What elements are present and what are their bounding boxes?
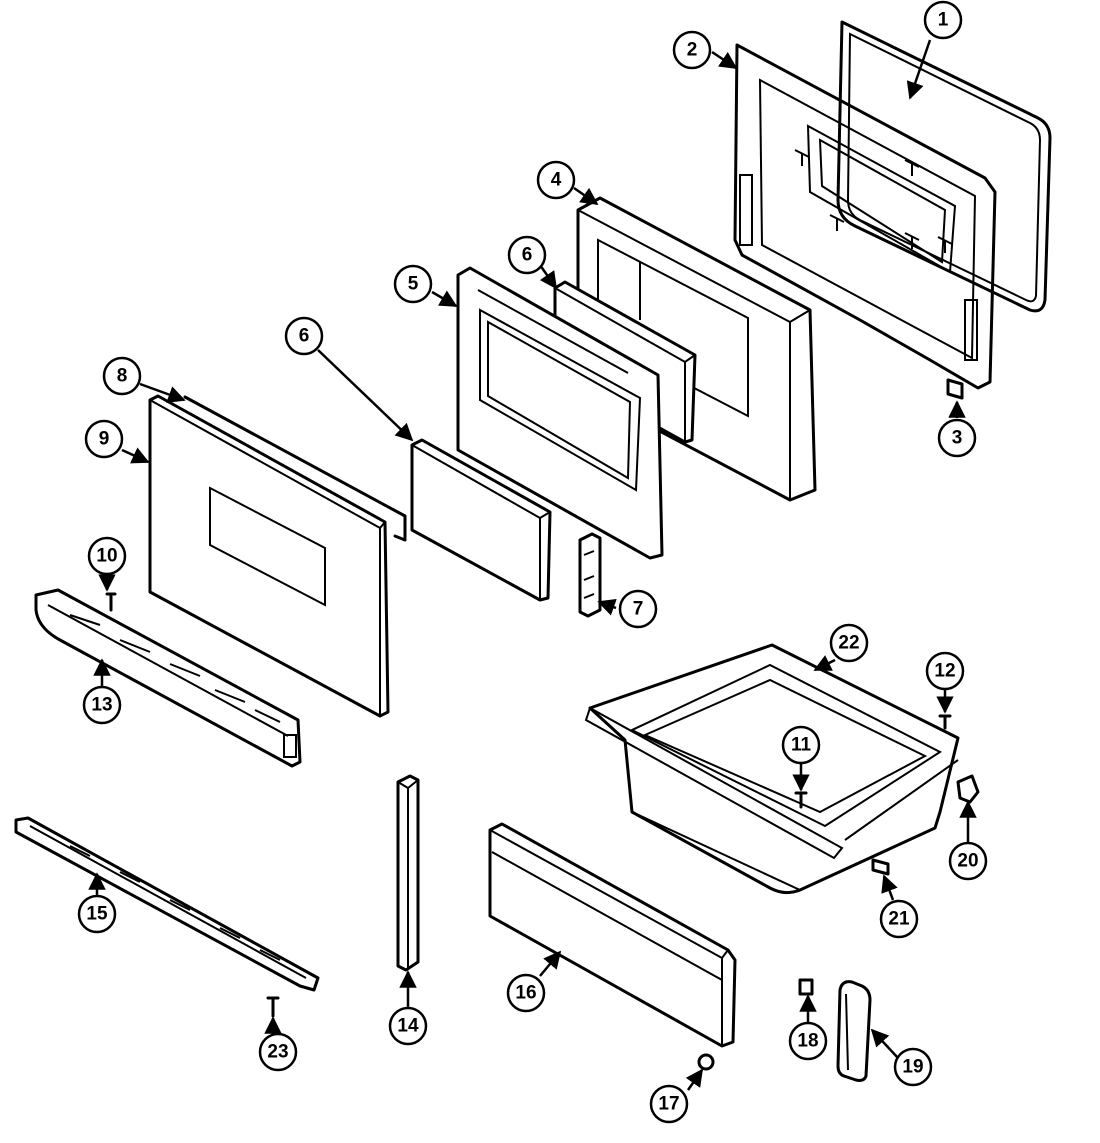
door-glass-outer [410,438,552,602]
small-block [798,978,814,996]
callout-18: 18 [788,1021,828,1061]
callout-17: 17 [649,1084,689,1124]
drawer-front-panel [488,822,737,1048]
leader-lines [88,39,977,1091]
callout-6-upper: 6 [507,235,547,275]
callout-5: 5 [393,264,433,304]
door-hinge-bracket [578,532,602,618]
callout-13: 13 [82,685,122,725]
svg-text:7: 7 [633,599,644,620]
svg-text:14: 14 [397,1016,419,1037]
svg-text:11: 11 [791,735,812,756]
svg-text:19: 19 [902,1057,923,1078]
inner-door-panel [733,43,997,390]
drawer-cap [697,1053,715,1071]
svg-text:18: 18 [797,1031,818,1052]
callout-12: 12 [925,651,965,691]
callout-19: 19 [893,1047,933,1087]
drawer-clip [871,858,890,876]
storage-drawer [584,643,960,895]
side-trim-strip [396,774,420,972]
svg-text:21: 21 [888,909,910,930]
screw-11 [794,791,808,809]
lower-trim-strip [14,816,320,992]
callout-8: 8 [102,356,142,396]
svg-text:5: 5 [408,274,419,295]
door-gasket [836,20,1052,313]
door-liner [456,266,664,560]
callout-16: 16 [506,973,546,1013]
door-insulation [576,196,817,502]
svg-text:12: 12 [934,661,955,682]
svg-text:4: 4 [551,170,562,191]
callout-15: 15 [77,894,117,934]
callout-6-lower: 6 [284,316,324,356]
svg-text:20: 20 [957,851,978,872]
door-clip-small [946,378,964,400]
svg-text:23: 23 [267,1042,288,1063]
callout-2: 2 [672,30,712,70]
svg-text:9: 9 [99,429,110,450]
callout-21: 21 [879,899,919,939]
drawer-stop [956,774,980,804]
outer-door-panel [148,394,390,718]
callout-20: 20 [948,841,988,881]
svg-text:6: 6 [522,245,533,266]
callout-23: 23 [258,1032,298,1072]
screw-12 [938,714,952,730]
svg-text:16: 16 [515,983,536,1004]
screw-23 [266,996,280,1018]
svg-text:6: 6 [299,326,310,347]
callout-1: 1 [923,0,963,40]
svg-text:2: 2 [687,40,698,61]
svg-text:15: 15 [86,904,108,925]
glass-spacer-strip [183,395,407,542]
screw-10 [105,592,117,612]
svg-text:8: 8 [117,366,128,387]
svg-text:13: 13 [91,695,112,716]
drawer-handle-trim [836,980,872,1082]
callout-7: 7 [618,589,658,629]
svg-text:1: 1 [938,10,949,31]
svg-text:17: 17 [658,1094,679,1115]
svg-text:10: 10 [96,546,117,567]
callout-10: 10 [87,536,127,576]
svg-text:22: 22 [838,633,859,654]
callout-3: 3 [937,418,977,458]
svg-text:3: 3 [952,428,963,449]
callout-4: 4 [536,160,576,200]
callout-14: 14 [388,1006,428,1046]
callout-22: 22 [829,623,869,663]
callout-11: 11 [781,725,821,765]
door-handle [34,588,302,768]
callout-9: 9 [84,419,124,459]
